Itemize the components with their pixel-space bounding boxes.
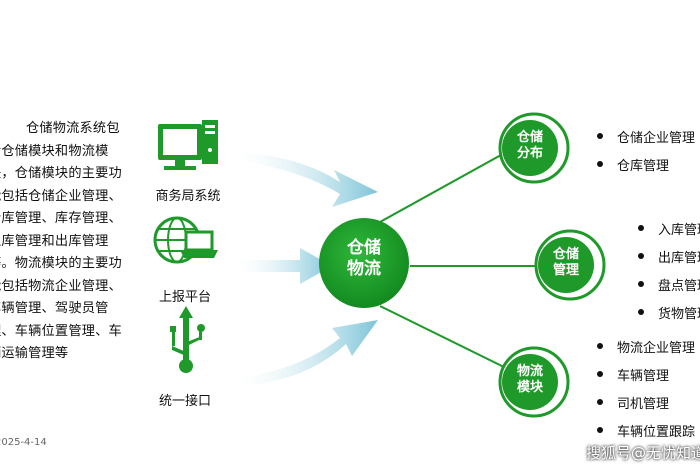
- connector-line-top: [379, 149, 511, 223]
- logistics-list: 物流企业管理 车辆管理 司机管理 车辆位置跟踪: [597, 332, 695, 444]
- bullet-icon: [638, 309, 644, 315]
- storage-distribution-list: 仓储企业管理 仓库管理: [597, 122, 695, 178]
- globe-laptop-icon: [153, 216, 218, 264]
- module-node-storage-distribution: [498, 112, 570, 184]
- flow-arrow-bottom: [238, 320, 378, 386]
- desktop-computer-icon: [158, 120, 218, 170]
- flow-arrow-top: [238, 152, 378, 207]
- storage-management-list: 入库管理 出库管理 盘点管理 货物管理: [638, 214, 700, 326]
- list-item: 车辆位置跟踪: [597, 416, 695, 444]
- bullet-icon: [638, 253, 644, 259]
- watermark: 搜狐号@无忧知道: [585, 444, 700, 462]
- bullet-icon: [597, 343, 603, 349]
- flow-arrow-middle: [238, 248, 332, 284]
- list-item: 盘点管理: [638, 270, 700, 298]
- module-label-logistics: 物流 模块: [516, 364, 543, 396]
- list-item: 货物管理: [638, 298, 700, 326]
- bullet-icon: [597, 399, 603, 405]
- connector-line-bottom: [379, 305, 511, 371]
- module-node-logistics: [498, 346, 570, 418]
- center-node-label: 仓储 物流: [347, 238, 381, 280]
- bullet-icon: [597, 427, 603, 433]
- list-item: 仓储企业管理: [597, 122, 695, 150]
- bullet-icon: [597, 371, 603, 377]
- list-item: 出库管理: [638, 242, 700, 270]
- bullet-icon: [597, 161, 603, 167]
- source-label-unified-interface: 统一接口: [158, 394, 211, 409]
- module-label-storage-distribution: 仓储 分布: [516, 130, 543, 162]
- source-label-commerce-system: 商务局系统: [155, 189, 221, 204]
- center-node: [319, 218, 409, 308]
- module-label-storage-management: 仓储 管理: [552, 247, 579, 279]
- list-item: 物流企业管理: [597, 332, 695, 360]
- bullet-icon: [638, 225, 644, 231]
- list-item: 车辆管理: [597, 360, 695, 388]
- list-item: 仓库管理: [597, 150, 695, 178]
- system-description: 仓储物流系统包含仓储模块和物流模块，仓储模块的主要功能包括仓储企业管理、仓库管理…: [0, 121, 122, 361]
- source-label-reporting-platform: 上报平台: [158, 290, 211, 305]
- bullet-icon: [597, 133, 603, 139]
- list-item: 入库管理: [638, 214, 700, 242]
- publish-date: 2025-4-14: [0, 437, 47, 448]
- usb-icon: [170, 306, 205, 373]
- bullet-icon: [638, 281, 644, 287]
- list-item: 司机管理: [597, 388, 695, 416]
- module-node-storage-management: [534, 229, 606, 301]
